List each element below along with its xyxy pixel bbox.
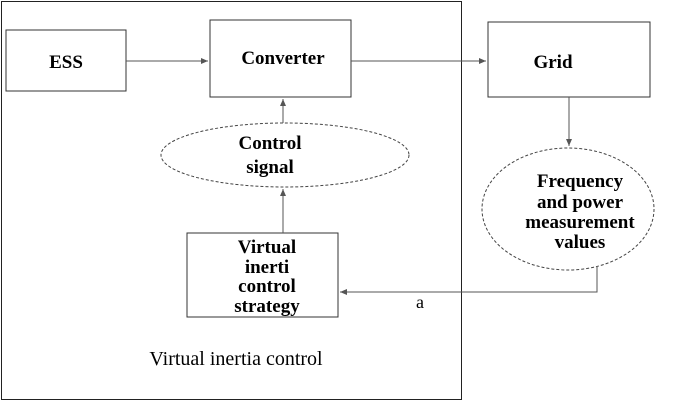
converter-block (209, 19, 352, 98)
strategy-line-2: inerti (245, 257, 289, 278)
measurement-line-3: measurement (525, 212, 635, 233)
control-signal-block (160, 122, 410, 188)
control-signal-line-2: signal (246, 157, 294, 178)
converter-label: Converter (241, 48, 325, 69)
strategy-line-1: Virtual (238, 237, 296, 258)
edge-label-a: a (416, 292, 424, 312)
strategy-block (186, 232, 339, 318)
region-label: Virtual inertia control (149, 348, 323, 370)
control-signal-line-1: Control (239, 133, 302, 154)
measurement-block (481, 147, 655, 271)
measurement-line-1: Frequency (537, 171, 624, 192)
arrow-measurement-to-strategy (340, 266, 598, 295)
grid-label: Grid (533, 52, 572, 73)
grid-block (487, 21, 651, 98)
ess-label: ESS (49, 52, 83, 73)
measurement-line-2: and power (537, 192, 624, 213)
ess-block (5, 29, 127, 92)
strategy-line-4: strategy (234, 296, 300, 317)
strategy-line-3: control (238, 276, 296, 297)
measurement-line-4: values (555, 232, 606, 253)
